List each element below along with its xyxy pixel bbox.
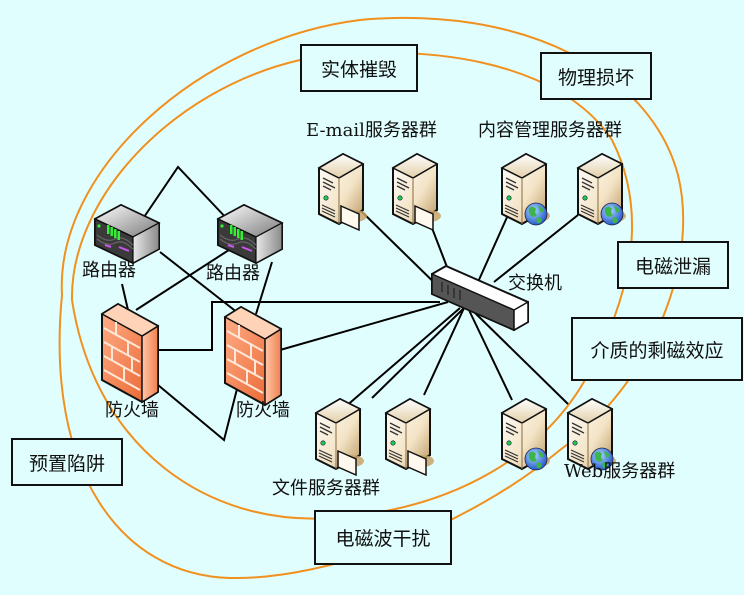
threat-box-physical-damage[interactable]: 物理损坏 <box>540 52 652 100</box>
file-server-1[interactable] <box>315 398 365 476</box>
link-switch-web2 <box>469 307 569 405</box>
cms-group-label: 内容管理服务器群 <box>478 120 622 141</box>
link-switch-cms2 <box>493 214 579 283</box>
router-icon-2[interactable] <box>217 204 283 264</box>
threat-label: 预置陷阱 <box>28 452 105 475</box>
router-label-2: 路由器 <box>206 263 260 284</box>
link-switch-cms1 <box>477 214 509 283</box>
web-server-2[interactable] <box>567 398 617 471</box>
switch-label: 交换机 <box>508 273 562 294</box>
threat-label: 物理损坏 <box>557 66 634 89</box>
router-label-1: 路由器 <box>82 260 136 281</box>
cms-server-1[interactable] <box>501 153 551 226</box>
threat-label: 实体摧毁 <box>320 58 397 81</box>
switch-icon[interactable] <box>431 264 529 332</box>
cms-server-2[interactable] <box>577 153 627 226</box>
threat-box-em-interference[interactable]: 电磁波干扰 <box>314 510 452 565</box>
link-switch-extra <box>329 307 461 421</box>
link-firewall2-switch <box>279 301 449 351</box>
globe-icon <box>524 447 548 471</box>
web-server-1[interactable] <box>501 398 551 471</box>
link-router2-firewall1 <box>135 247 233 311</box>
threat-box-physical-destruction[interactable]: 实体摧毁 <box>300 44 418 92</box>
threat-label: 电磁泄漏 <box>634 255 711 278</box>
firewall-label-2: 防火墙 <box>236 400 290 421</box>
file-server-2[interactable] <box>385 398 435 476</box>
link-router1-firewall1 <box>121 283 129 311</box>
link-router2-firewall2 <box>255 261 273 315</box>
globe-icon <box>600 202 624 226</box>
router-icon-1[interactable] <box>94 204 160 264</box>
email-server-2[interactable] <box>392 153 442 231</box>
threat-label: 介质的剩磁效应 <box>590 339 724 362</box>
link-switch-web1 <box>467 307 513 401</box>
link-firewall1-switch <box>158 301 440 351</box>
firewall-icon-2[interactable] <box>224 306 282 406</box>
threat-box-preset-trap[interactable]: 预置陷阱 <box>11 438 123 486</box>
file-group-label: 文件服务器群 <box>272 478 380 499</box>
email-server-1[interactable] <box>318 153 368 231</box>
web-group-label: Web服务器群 <box>564 461 676 482</box>
link-switch-file1 <box>371 307 465 399</box>
email-group-label: E-mail服务器群 <box>306 120 437 141</box>
globe-icon <box>524 202 548 226</box>
firewall-label-1: 防火墙 <box>105 400 159 421</box>
firewall-icon-1[interactable] <box>101 303 159 403</box>
threat-label: 电磁波干扰 <box>335 528 431 550</box>
threat-box-media-remanence[interactable]: 介质的剩磁效应 <box>571 317 743 381</box>
threat-ring-outer <box>58 16 685 580</box>
threat-box-em-leakage[interactable]: 电磁泄漏 <box>617 241 729 289</box>
link-firewalls-bottom <box>157 384 239 442</box>
link-switch-file2 <box>423 307 465 396</box>
link-router1-router2-top <box>139 165 231 224</box>
